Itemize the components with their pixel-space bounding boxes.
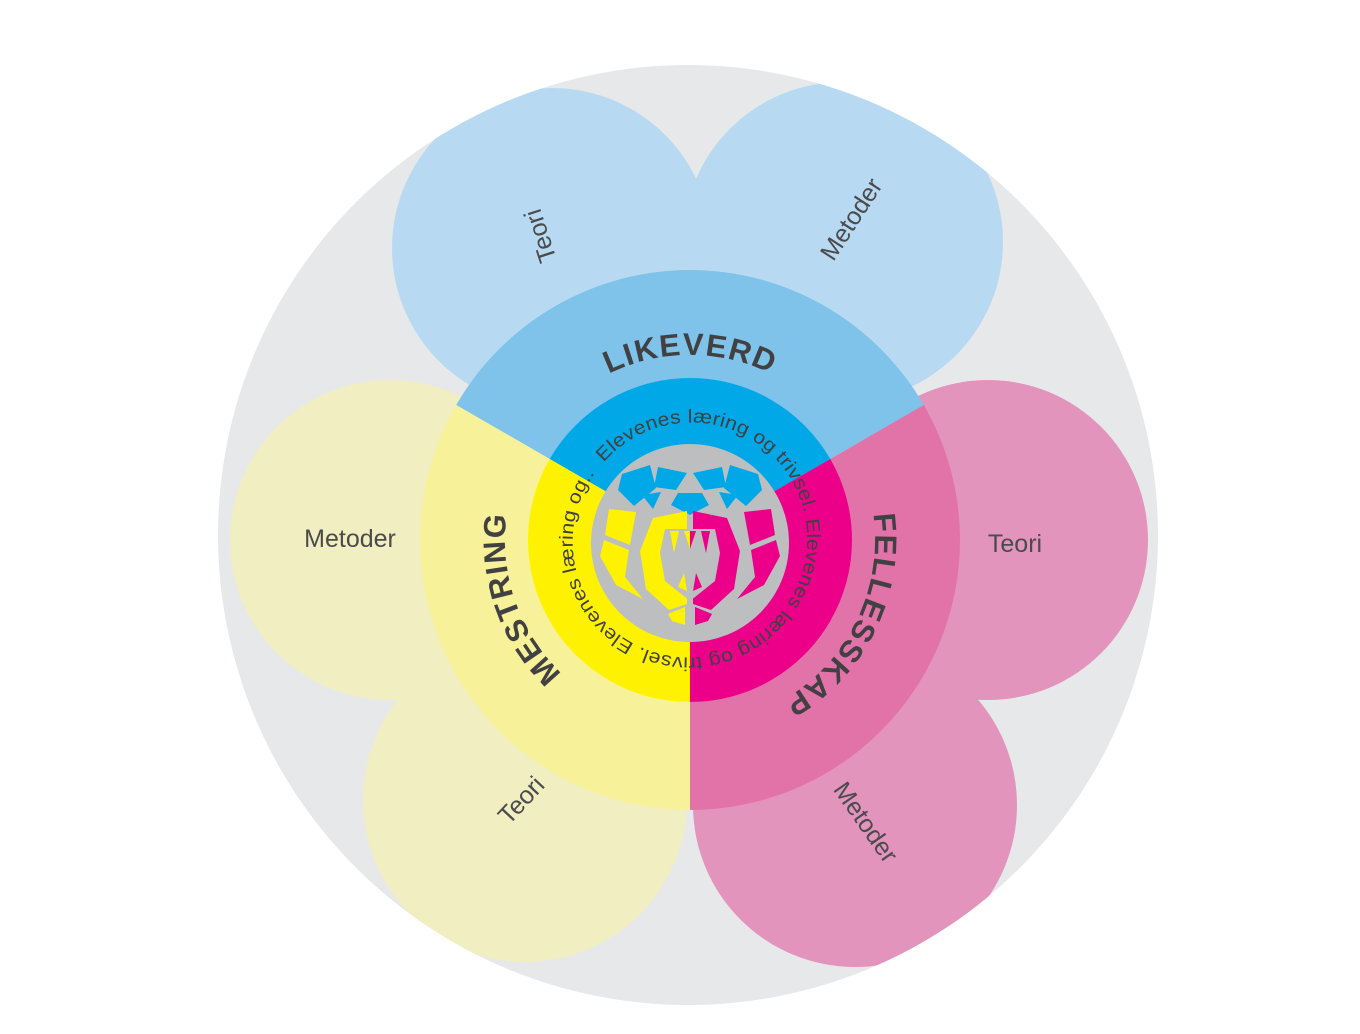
bear-icon xyxy=(600,465,780,625)
petal-label-right: Teori xyxy=(988,530,1042,558)
petal-label-left: Metoder xyxy=(304,525,396,553)
bear-upper-cyan xyxy=(618,465,762,515)
bear-mouth xyxy=(660,529,720,601)
